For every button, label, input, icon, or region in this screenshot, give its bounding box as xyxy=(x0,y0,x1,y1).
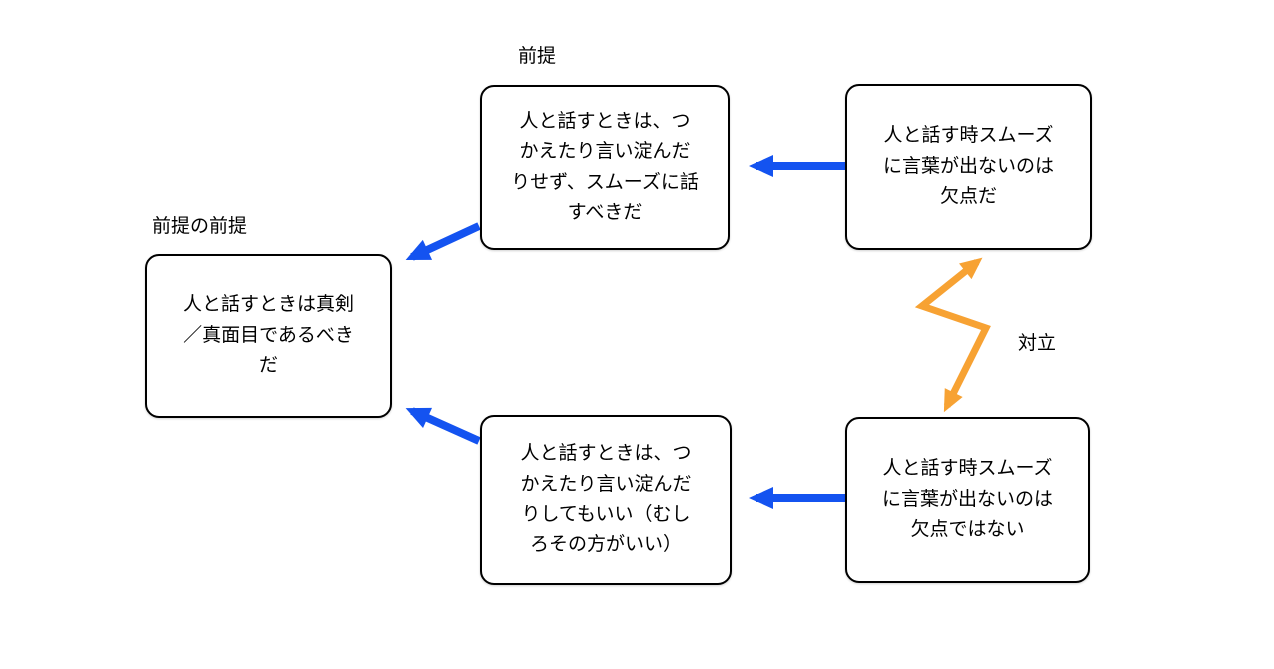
label-premise-of-premise: 前提の前提 xyxy=(152,216,248,237)
node-claim-positive: 人と話す時スムーズ に言葉が出ないのは 欠点ではない xyxy=(845,417,1090,583)
arrow-premise-top-to-root-premise-icon xyxy=(405,222,481,261)
label-premise: 前提 xyxy=(518,46,557,67)
label-conflict: 対立 xyxy=(1018,333,1057,354)
conflict-zigzag-arrow-icon xyxy=(914,257,991,413)
node-premise-top: 人と話すときは、つ かえたり言い淀んだ りせず、スムーズに話 すべきだ xyxy=(480,85,730,250)
node-premise-bottom: 人と話すときは、つ かえたり言い淀んだ りしてもいい（むし ろその方がいい） xyxy=(480,415,732,585)
arrow-premise-bottom-to-root-premise-icon xyxy=(405,407,481,445)
node-claim-negative: 人と話す時スムーズ に言葉が出ないのは 欠点だ xyxy=(845,84,1092,250)
node-root-premise: 人と話すときは真剣 ／真面目であるべき だ xyxy=(145,254,392,418)
